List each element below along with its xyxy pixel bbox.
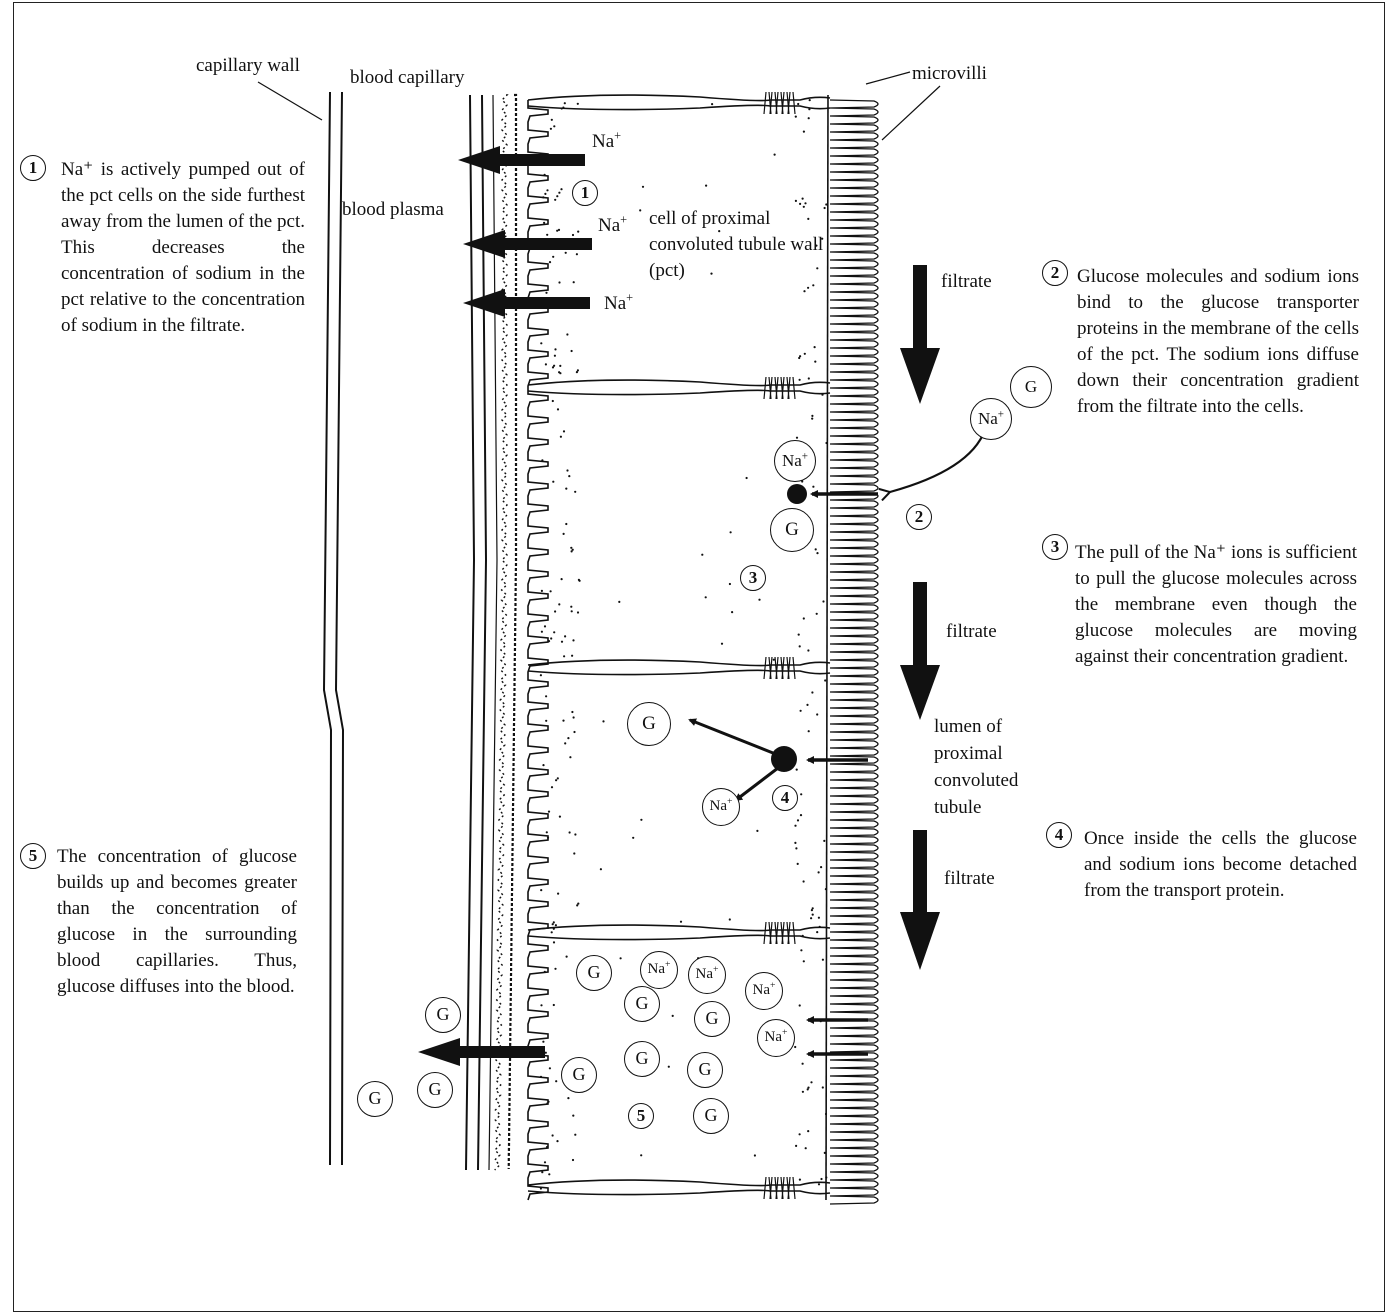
pct-cell-label: cell of proximal convoluted tubule wall … [649, 206, 824, 284]
sodium-ion: Na+ [640, 951, 678, 989]
step-2-marker: 2 [1042, 260, 1068, 286]
glucose-molecule: G [627, 702, 671, 746]
filtrate-label-3: filtrate [944, 867, 995, 890]
glucose-molecule: G [687, 1052, 723, 1088]
glucose-molecule: G [561, 1057, 597, 1093]
step-marker-4: 4 [772, 785, 798, 811]
sodium-ion: Na+ [702, 788, 740, 826]
glucose-molecule: G [624, 1041, 660, 1077]
capillary-wall-label: capillary wall [196, 54, 300, 77]
blood-plasma-label: blood plasma [342, 198, 444, 221]
sodium-ion: Na+ [774, 440, 816, 482]
sodium-ion: Na+ [688, 956, 726, 994]
step-5-marker: 5 [20, 843, 46, 869]
microvilli-border [830, 100, 878, 1204]
step-marker-2: 2 [906, 504, 932, 530]
step-5-text: The concentration of glucose builds up a… [57, 844, 297, 1000]
step-marker-5: 5 [628, 1103, 654, 1129]
glucose-molecule: G [694, 1001, 730, 1037]
glucose-molecule: G [357, 1081, 393, 1117]
glucose-molecule: G [693, 1098, 729, 1134]
microvilli-label: microvilli [912, 62, 987, 85]
step-3-marker: 3 [1042, 534, 1068, 560]
glucose-molecule: G [417, 1072, 453, 1108]
filtrate-label-2: filtrate [946, 620, 997, 643]
sodium-ion: Na+ [970, 398, 1012, 440]
step-marker-1: 1 [572, 180, 598, 206]
sodium-label-1: Na+ [592, 130, 621, 153]
glucose-molecule: G [576, 955, 612, 991]
sodium-ion: Na+ [757, 1019, 795, 1057]
sodium-pump-arrows [418, 146, 592, 1066]
step-4-text: Once inside the cells the glucose and so… [1084, 826, 1357, 904]
step-1-text: Na⁺ is actively pumped out of the pct ce… [61, 157, 305, 339]
basement-membrane [495, 95, 516, 1170]
blood-capillary-label: blood capillary [350, 66, 465, 89]
lumen-label: lumen of proximal convoluted tubule [934, 713, 1044, 821]
glucose-molecule: G [1010, 366, 1052, 408]
step-marker-3: 3 [740, 565, 766, 591]
capillary-wall-left [324, 92, 343, 1165]
step-4-marker: 4 [1046, 822, 1072, 848]
glucose-molecule: G [624, 986, 660, 1022]
step-2-text: Glucose molecules and sodium ions bind t… [1077, 264, 1359, 420]
sodium-label-3: Na+ [604, 292, 633, 315]
glucose-molecule: G [770, 508, 814, 552]
sodium-ion: Na+ [745, 972, 783, 1010]
filtrate-label-1: filtrate [941, 270, 992, 293]
sodium-label-2: Na+ [598, 214, 627, 237]
glucose-molecule: G [425, 997, 461, 1033]
step-3-text: The pull of the Na⁺ ions is sufficient t… [1075, 540, 1357, 670]
filtrate-flow-arrows [900, 265, 940, 970]
capillary-wall-right [466, 95, 497, 1170]
step-1-marker: 1 [20, 155, 46, 181]
